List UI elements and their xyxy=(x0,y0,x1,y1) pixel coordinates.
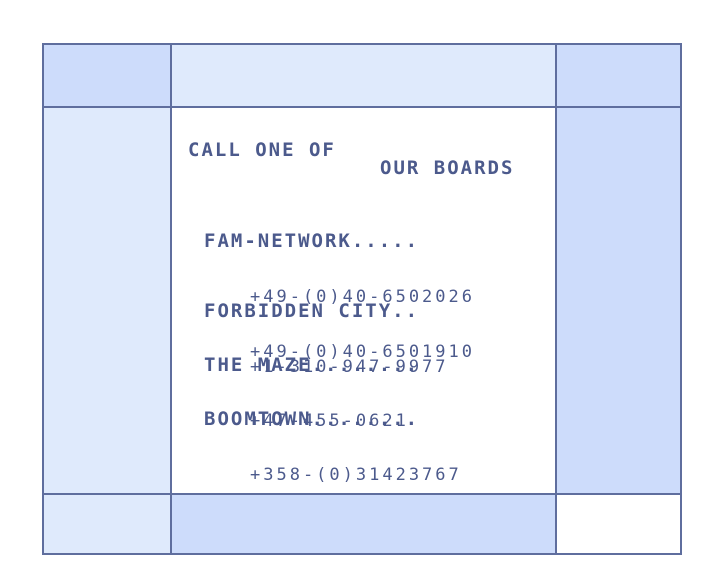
board-list-panel: CALL ONE OF OUR BOARDS FAM-NETWORK..... … xyxy=(172,108,555,493)
cell-middle-right xyxy=(557,108,680,493)
cell-top-center xyxy=(172,45,555,106)
cell-middle-left xyxy=(44,108,170,493)
grid-line-vertical-1 xyxy=(170,45,172,553)
board-phone-number: +49-(0)40-6501910 xyxy=(250,342,475,362)
heading-line-1: CALL ONE OF xyxy=(188,139,336,161)
cell-bottom-center xyxy=(172,495,555,553)
cell-bottom-right xyxy=(557,495,680,553)
screen-frame: CALL ONE OF OUR BOARDS FAM-NETWORK..... … xyxy=(42,43,682,555)
board-phone-number: +49-(0)40-6502026 xyxy=(250,287,475,307)
grid-line-vertical-2 xyxy=(555,45,557,553)
cell-top-right xyxy=(557,45,680,106)
board-entry: FORBIDDEN CITY.. +1-310-947-9977 xyxy=(204,264,449,414)
grid-line-horizontal-1 xyxy=(44,106,680,108)
board-phone-number: +1-310-947-9977 xyxy=(250,357,449,377)
board-entry: THE MAZE........ +47-455-0621 xyxy=(204,318,419,468)
board-entry: FAM-NETWORK..... +49-(0)40-6502026 +49-(… xyxy=(204,194,475,399)
cell-top-left xyxy=(44,45,170,106)
grid-line-horizontal-2 xyxy=(44,493,680,495)
board-phone-number: +47-455-0621 xyxy=(250,411,409,431)
board-entry: BOOMTOWN........ +358-(0)31423767 xyxy=(204,372,462,522)
board-name: THE MAZE........ xyxy=(204,354,420,376)
board-name: FORBIDDEN CITY.. xyxy=(204,300,420,322)
board-name: BOOMTOWN........ xyxy=(204,408,420,430)
board-name: FAM-NETWORK..... xyxy=(204,230,420,252)
board-phone-number: +358-(0)31423767 xyxy=(250,465,462,485)
heading-line-2: OUR BOARDS xyxy=(380,157,515,179)
cell-bottom-left xyxy=(44,495,170,553)
